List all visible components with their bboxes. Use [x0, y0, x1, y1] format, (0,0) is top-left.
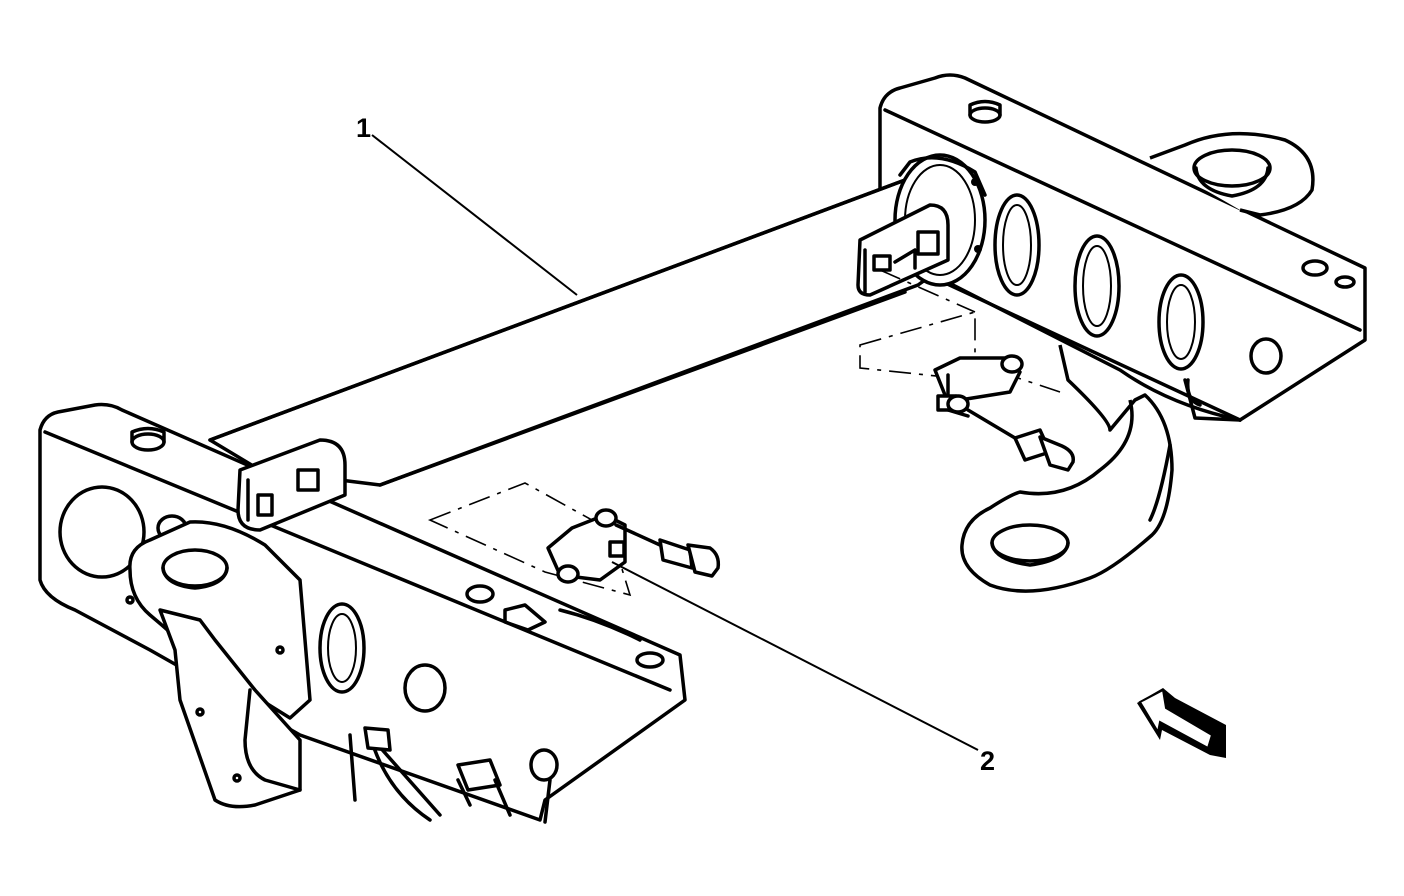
callout-1-label: 1: [356, 113, 371, 143]
right-frame-rail: [878, 73, 1367, 422]
right-clip-assembly: [859, 269, 1076, 472]
callout-2-label: 2: [980, 746, 995, 776]
callout-1: 1: [356, 113, 578, 296]
right-upper-bracket: [1149, 131, 1315, 217]
left-tow-bracket: [125, 520, 552, 824]
left-frame-rail: [38, 402, 687, 822]
cross-tube: [208, 153, 987, 487]
callout-2: 2: [611, 561, 995, 776]
right-lower-bracket: [960, 344, 1242, 593]
direction-arrow-icon: [1137, 688, 1226, 758]
left-clip-assembly: [427, 482, 721, 597]
